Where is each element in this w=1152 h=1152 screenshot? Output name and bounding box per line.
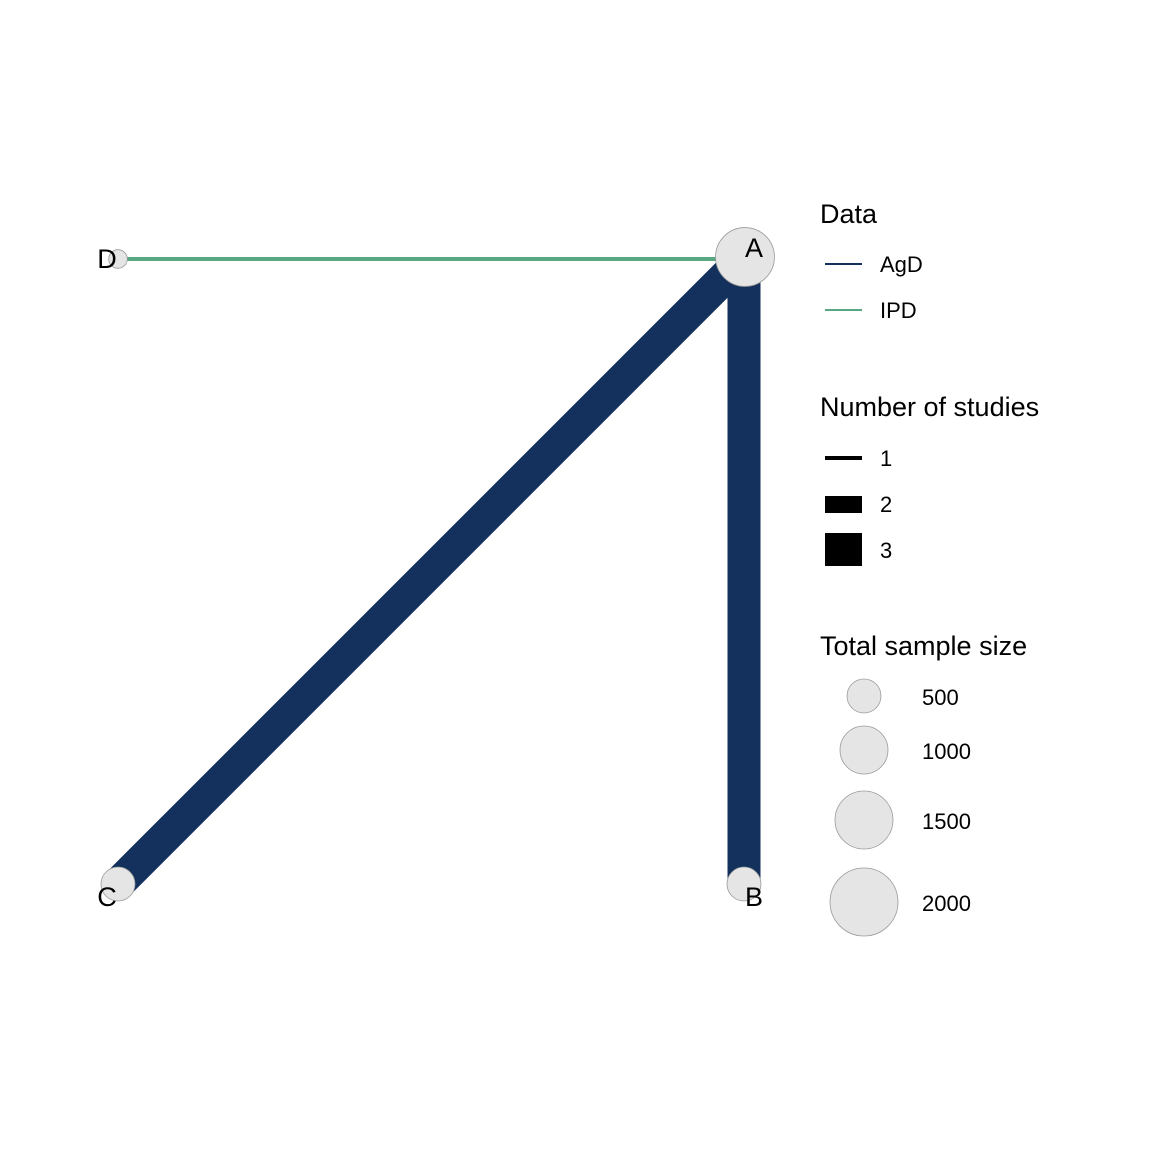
legend-data: Data AgD IPD xyxy=(820,199,923,323)
legend-studies-swatch-1 xyxy=(825,456,862,460)
legend-sample-size-title: Total sample size xyxy=(820,631,1027,661)
node-label-A: A xyxy=(745,233,763,263)
legend-size-label-2000: 2000 xyxy=(922,891,971,916)
node-label-D: D xyxy=(97,244,117,274)
legend-sample-size: Total sample size 500 1000 1500 2000 xyxy=(820,631,1027,937)
legend-studies-swatch-2 xyxy=(825,496,862,513)
legend-studies: Number of studies 1 2 3 xyxy=(820,392,1039,566)
legend-studies-label-1: 1 xyxy=(880,446,892,471)
legend-studies-label-3: 3 xyxy=(880,538,892,563)
node-labels: D C B A xyxy=(97,233,763,912)
legend-size-label-500: 500 xyxy=(922,685,959,710)
node-C xyxy=(100,866,136,902)
node-A xyxy=(715,227,775,287)
nodes xyxy=(100,227,775,902)
node-label-C: C xyxy=(97,882,117,912)
legend-studies-label-2: 2 xyxy=(880,492,892,517)
legend-size-label-1500: 1500 xyxy=(922,809,971,834)
legend-size-circle-500 xyxy=(846,678,882,714)
legend-label-agd: AgD xyxy=(880,252,923,277)
legend-data-title: Data xyxy=(820,199,878,229)
legend-size-circle-2000 xyxy=(829,867,899,937)
node-label-B: B xyxy=(745,882,763,912)
edge-C-A xyxy=(106,245,757,896)
legend-size-circle-1000 xyxy=(839,725,889,775)
edges xyxy=(106,245,761,896)
node-D xyxy=(108,249,128,269)
legend-label-ipd: IPD xyxy=(880,298,917,323)
legend-size-circle-1500 xyxy=(834,790,894,850)
node-B xyxy=(726,866,762,902)
legend-studies-swatch-3 xyxy=(825,533,862,566)
legend-size-label-1000: 1000 xyxy=(922,739,971,764)
legend-studies-title: Number of studies xyxy=(820,392,1039,422)
